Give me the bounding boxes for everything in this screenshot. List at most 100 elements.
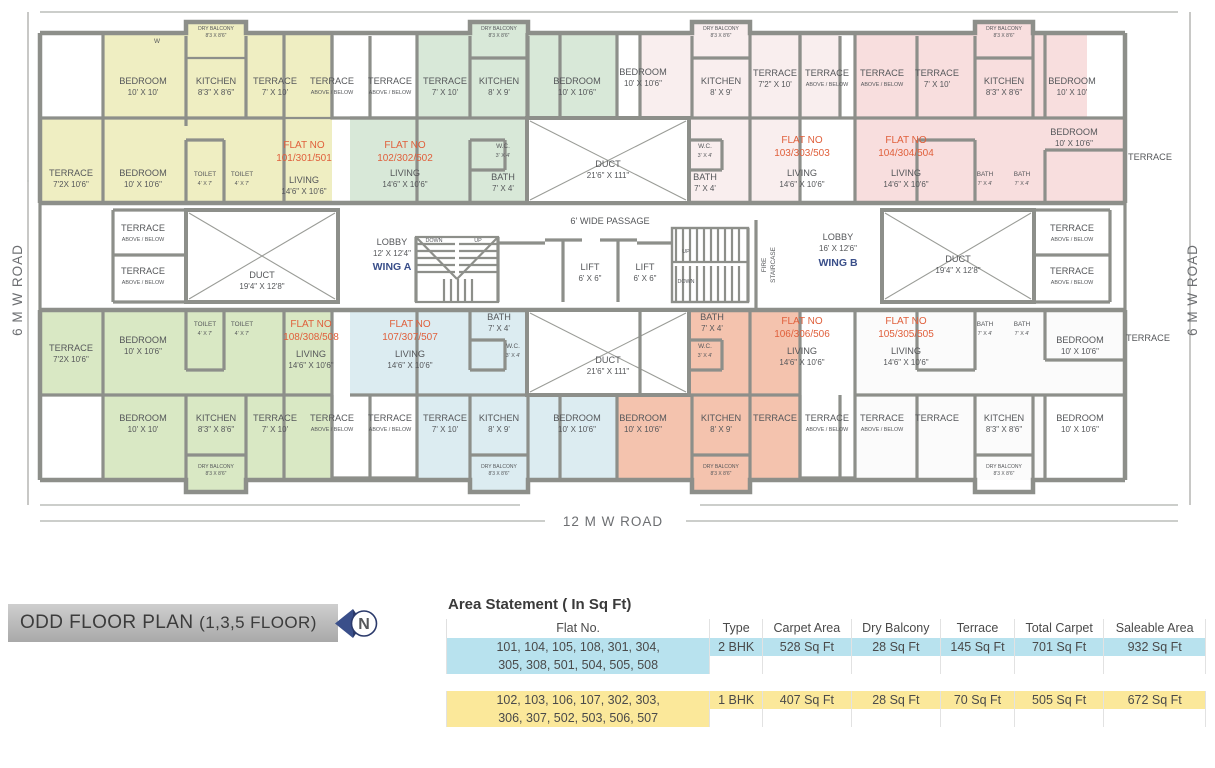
flat-108-fill [40, 310, 332, 492]
room-terrace-ab-7: TERRACE [805, 413, 849, 423]
svg-text:10' X 10'6": 10' X 10'6" [1055, 139, 1093, 148]
svg-text:4' X 7': 4' X 7' [235, 331, 250, 337]
table-header-row: Flat No. Type Carpet Area Dry Balcony Te… [445, 619, 1206, 638]
room-bedroom-104a: BEDROOM [1048, 76, 1095, 86]
dry-balcony-label-105: DRY BALCONY [986, 464, 1022, 470]
svg-text:8'3 X 8'6": 8'3 X 8'6" [711, 33, 732, 39]
floor-plan-title-main: ODD FLOOR PLAN [20, 612, 194, 633]
room-kitchen-105: KITCHEN [984, 413, 1024, 423]
svg-text:8'3" X 8'6": 8'3" X 8'6" [198, 425, 234, 434]
cell-gap [447, 674, 1206, 691]
svg-text:ABOVE / BELOW: ABOVE / BELOW [369, 90, 412, 96]
flat-105-walls [853, 310, 1125, 480]
svg-text:14'6" X 10'6": 14'6" X 10'6" [288, 361, 333, 370]
flat-no-label-106: FLAT NO [781, 316, 823, 327]
room-bath-103: BATH [693, 172, 717, 182]
svg-text:3' X 4': 3' X 4' [698, 153, 713, 159]
cell-flat-no-2bhk-cont: 305, 308, 501, 504, 505, 508 [445, 656, 711, 674]
room-terrace-ab-4: TERRACE [860, 68, 904, 78]
wing-a-label: WING A [373, 261, 412, 273]
svg-text:7' X 4': 7' X 4' [488, 324, 510, 333]
svg-text:ABOVE / BELOW: ABOVE / BELOW [122, 237, 165, 243]
svg-text:14'6" X 10'6": 14'6" X 10'6" [281, 187, 326, 196]
room-terrace-107: TERRACE [423, 413, 467, 423]
svg-text:7' X 10': 7' X 10' [432, 88, 459, 97]
room-terrace-106: TERRACE [753, 413, 797, 423]
svg-text:ABOVE / BELOW: ABOVE / BELOW [861, 427, 904, 433]
duct-left [184, 208, 340, 304]
lift-lobby [545, 238, 637, 302]
cell-total-carpet-2bhk: 701 Sq Ft [1013, 638, 1105, 656]
room-bedroom-108a: BEDROOM [119, 335, 166, 345]
room-bedroom-105a: BEDROOM [1056, 335, 1103, 345]
svg-text:7' X 4': 7' X 4' [1015, 331, 1030, 337]
stairs-up-a: UP [474, 238, 482, 244]
svg-text:8'3 X 8'6": 8'3 X 8'6" [994, 33, 1015, 39]
room-bedroom-101b: BEDROOM [119, 168, 166, 178]
room-living-103: LIVING [787, 168, 817, 178]
table-row-2bhk-continued: 305, 308, 501, 504, 505, 508 [445, 656, 1206, 674]
dry-balcony-label-102: DRY BALCONY [481, 26, 517, 32]
cell-dry-balcony-2bhk: 28 Sq Ft [850, 638, 942, 656]
svg-text:4' X 7': 4' X 7' [198, 181, 213, 187]
svg-text:14'6" X 10'6": 14'6" X 10'6" [387, 361, 432, 370]
room-bath-104b: BATH [1014, 171, 1031, 178]
cell-spacer-a3 [850, 656, 942, 674]
cell-spacer-b5 [1013, 709, 1105, 727]
table-row-2bhk: 101, 104, 105, 108, 301, 304, 2 BHK 528 … [445, 638, 1206, 656]
table-row-gap [447, 674, 1206, 691]
flat-no-label-107: FLAT NO [389, 319, 431, 330]
svg-text:ABOVE / BELOW: ABOVE / BELOW [311, 90, 354, 96]
cell-dry-balcony-1bhk: 28 Sq Ft [850, 691, 942, 709]
floor-plan-drawing: .w{stroke:#8d8f8a;fill:none;} .wt{stroke… [10, 11, 1200, 529]
room-bath-105b: BATH [1014, 321, 1031, 328]
cell-spacer-a5 [1013, 656, 1105, 674]
flat-104-fill [855, 22, 1125, 203]
dry-balcony-label-108: DRY BALCONY [198, 464, 234, 470]
dry-balcony-label-104: DRY BALCONY [986, 26, 1022, 32]
svg-text:8'3" X 8'6": 8'3" X 8'6" [986, 425, 1022, 434]
passage-label: 6' WIDE PASSAGE [570, 216, 649, 226]
cell-terrace-2bhk: 145 Sq Ft [940, 638, 1015, 656]
cell-spacer-b6 [1103, 709, 1206, 727]
room-kitchen-108: KITCHEN [196, 413, 236, 423]
room-terrace-ab-3: TERRACE [805, 68, 849, 78]
room-terrace-ab-8: TERRACE [860, 413, 904, 423]
room-living-107: LIVING [395, 349, 425, 359]
svg-text:8'3 X 8'6": 8'3 X 8'6" [489, 471, 510, 477]
flat-no-label-105: FLAT NO [885, 316, 927, 327]
room-toilet-108b: TOILET [231, 321, 253, 328]
col-header-carpet: Carpet Area [762, 619, 852, 638]
room-toilet-108a: TOILET [194, 321, 216, 328]
svg-text:8' X 9': 8' X 9' [488, 88, 510, 97]
room-terrace-ab-6: TERRACE [368, 413, 412, 423]
svg-text:10' X 10'6": 10' X 10'6" [1061, 425, 1099, 434]
room-bath-102: BATH [491, 172, 515, 182]
room-kitchen-107: KITCHEN [479, 413, 519, 423]
svg-text:19'4" X 12'8": 19'4" X 12'8" [935, 266, 980, 275]
svg-text:10' X 10'6": 10' X 10'6" [124, 180, 162, 189]
lobby-a-name: LOBBY [377, 237, 408, 247]
cell-spacer-b1 [709, 709, 764, 727]
road-label-bottom: 12 M W ROAD [563, 514, 663, 529]
svg-text:6' X 6": 6' X 6" [578, 274, 601, 283]
dry-balcony-label-101: DRY BALCONY [198, 26, 234, 32]
flat-105-fill [855, 310, 1125, 480]
svg-text:14'6" X 10'6": 14'6" X 10'6" [883, 358, 928, 367]
room-bath-104a: BATH [977, 171, 994, 178]
cell-spacer-a1 [709, 656, 764, 674]
flat-no-label-103: FLAT NO [781, 135, 823, 146]
svg-text:FIRE: FIRE [761, 258, 768, 273]
room-bath-105a: BATH [977, 321, 994, 328]
cell-saleable-1bhk: 672 Sq Ft [1103, 691, 1206, 709]
cell-flat-no-2bhk: 101, 104, 105, 108, 301, 304, [445, 638, 711, 656]
svg-text:14'6" X 10'6": 14'6" X 10'6" [779, 358, 824, 367]
svg-text:21'6" X 111": 21'6" X 111" [587, 171, 630, 180]
col-header-terrace: Terrace [940, 619, 1015, 638]
svg-text:6' X 6": 6' X 6" [633, 274, 656, 283]
svg-text:4' X 7': 4' X 7' [198, 331, 213, 337]
duct-bottom [525, 308, 691, 397]
room-terrace-104: TERRACE [915, 68, 959, 78]
room-bath-106: BATH [700, 312, 724, 322]
svg-text:7'2" X 10': 7'2" X 10' [758, 80, 792, 89]
